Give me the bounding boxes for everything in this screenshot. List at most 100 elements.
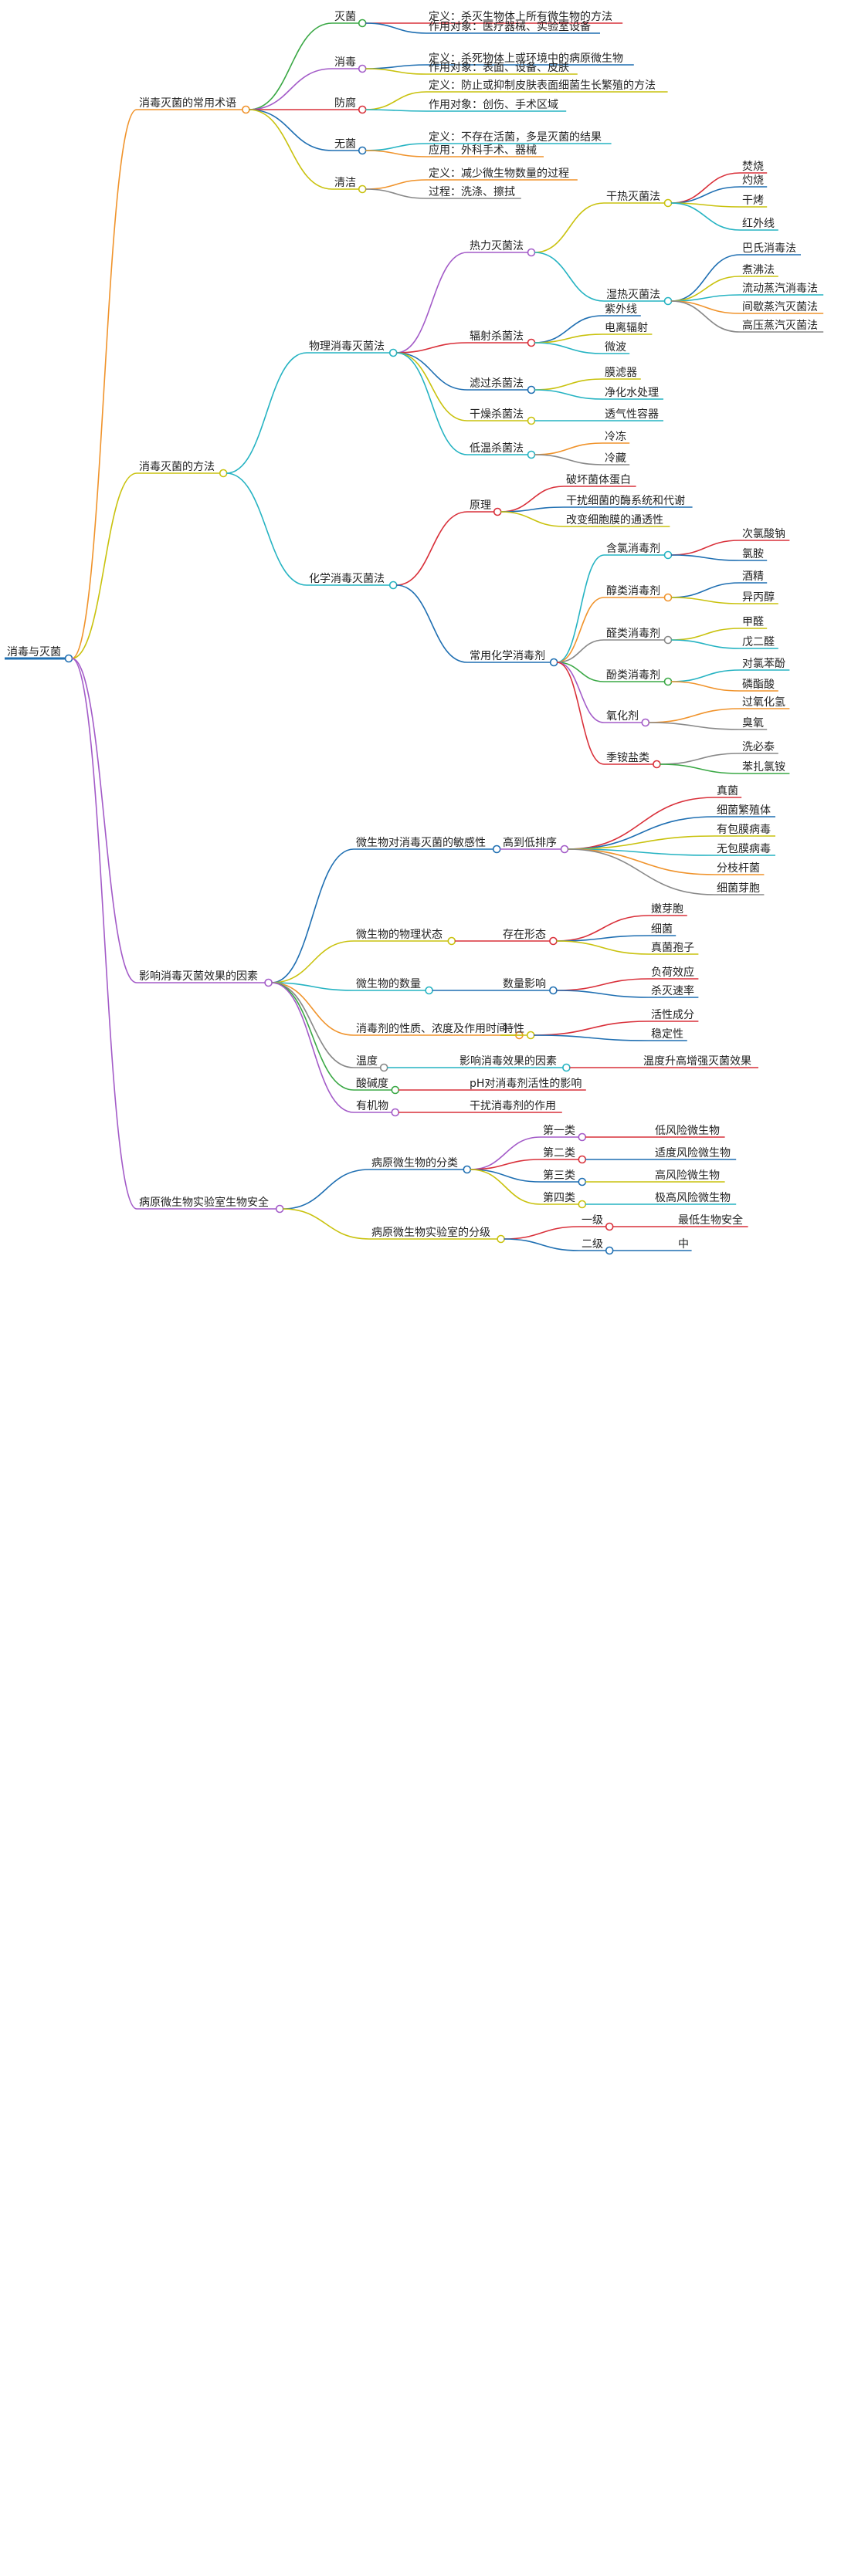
term-0-expander[interactable] <box>358 19 367 28</box>
leaf-1-0-0-1-3[interactable]: 间歇蒸汽灭菌法 <box>742 301 818 313</box>
node-1-1-1-0-expander[interactable] <box>663 550 673 560</box>
node-3-0-0[interactable]: 第一类 <box>543 1124 575 1137</box>
leaf-3-0-3-0[interactable]: 极高风险微生物 <box>655 1191 731 1204</box>
leaf-1-1-1-0-0[interactable]: 次氯酸钠 <box>742 528 785 540</box>
leaf-2-0-0-1[interactable]: 细菌繁殖体 <box>717 804 771 817</box>
topic-2-expander[interactable] <box>264 978 273 987</box>
node-3-0-3-expander[interactable] <box>578 1200 587 1209</box>
topic-2-4[interactable]: 温度 <box>356 1055 378 1068</box>
topic-2-6[interactable]: 有机物 <box>356 1100 388 1112</box>
leaf-1-1-1-3-1[interactable]: 磷酯酸 <box>742 679 775 691</box>
node-1-0-3[interactable]: 干燥杀菌法 <box>470 408 524 421</box>
leaf-2-0-0-0[interactable]: 真菌 <box>717 785 738 797</box>
leaf-2-2-0-1[interactable]: 杀灭速率 <box>651 984 694 997</box>
node-1-1-1-expander[interactable] <box>549 658 558 667</box>
topic-1-0-expander[interactable] <box>388 348 398 357</box>
node-3-0-1[interactable]: 第二类 <box>543 1146 575 1159</box>
node-2-3-0-expander[interactable] <box>526 1031 535 1040</box>
node-1-0-2[interactable]: 滤过杀菌法 <box>470 377 524 390</box>
node-3-1-1-expander[interactable] <box>605 1246 614 1255</box>
leaf-1-1-1-1-0[interactable]: 酒精 <box>742 570 764 583</box>
term-2-leaf-1[interactable]: 作用对象：创伤、手术区域 <box>429 99 558 111</box>
leaf-1-0-0-1-1[interactable]: 煮沸法 <box>742 264 775 276</box>
leaf-2-1-0-2[interactable]: 真菌孢子 <box>651 942 694 954</box>
topic-1[interactable]: 消毒灭菌的方法 <box>139 461 215 473</box>
leaf-1-1-0-0[interactable]: 破坏菌体蛋白 <box>566 474 631 486</box>
node-1-0-0[interactable]: 热力灭菌法 <box>470 240 524 252</box>
topic-2-5-expander[interactable] <box>391 1085 400 1095</box>
node-3-1-0[interactable]: 一级 <box>582 1214 603 1227</box>
node-1-1-0[interactable]: 原理 <box>470 499 491 512</box>
node-2-3-0[interactable]: 特性 <box>503 1023 524 1035</box>
term-3-leaf-1[interactable]: 应用：外科手术、器械 <box>429 144 537 157</box>
root-node[interactable]: 消毒与灭菌 <box>7 646 61 658</box>
node-3-1-1[interactable]: 二级 <box>582 1238 603 1251</box>
topic-0-expander[interactable] <box>242 105 250 114</box>
node-2-2-0[interactable]: 数量影响 <box>503 978 546 990</box>
topic-1-expander[interactable] <box>219 469 228 478</box>
leaf-1-1-1-2-0[interactable]: 甲醛 <box>742 616 764 628</box>
topic-2-1-expander[interactable] <box>447 936 456 946</box>
node-1-1-0-expander[interactable] <box>493 507 502 516</box>
node-2-0-0-expander[interactable] <box>560 845 569 854</box>
topic-0[interactable]: 消毒灭菌的常用术语 <box>139 97 236 110</box>
leaf-1-0-1-0[interactable]: 紫外线 <box>605 303 637 316</box>
term-0[interactable]: 灭菌 <box>334 11 356 23</box>
node-1-1-1-4[interactable]: 氧化剂 <box>606 710 639 723</box>
leaf-1-1-1-1-1[interactable]: 异丙醇 <box>742 591 775 604</box>
node-2-1-0[interactable]: 存在形态 <box>503 929 546 941</box>
leaf-1-0-1-1[interactable]: 电离辐射 <box>605 321 648 334</box>
term-2-leaf-0[interactable]: 定义：防止或抑制皮肤表面细菌生长繁殖的方法 <box>429 79 656 92</box>
leaf-1-0-0-0-1[interactable]: 灼烧 <box>742 174 764 187</box>
topic-2-0-expander[interactable] <box>492 845 501 854</box>
node-1-0-3-expander[interactable] <box>527 416 536 425</box>
node-1-1-1-3-expander[interactable] <box>663 677 673 686</box>
leaf-2-1-0-0[interactable]: 嫩芽胞 <box>651 903 683 916</box>
node-1-1-1-5[interactable]: 季铵盐类 <box>606 752 649 764</box>
node-3-0-3[interactable]: 第四类 <box>543 1191 575 1204</box>
term-4-leaf-0[interactable]: 定义：减少微生物数量的过程 <box>429 168 569 180</box>
topic-3-expander[interactable] <box>275 1204 284 1214</box>
node-3-0-2[interactable]: 第三类 <box>543 1169 575 1182</box>
leaf-1-0-1-2[interactable]: 微波 <box>605 341 626 354</box>
topic-2-2[interactable]: 微生物的数量 <box>356 978 421 990</box>
term-4[interactable]: 清洁 <box>334 177 356 189</box>
node-2-4-0-expander[interactable] <box>562 1063 571 1072</box>
node-1-0-0-1[interactable]: 湿热灭菌法 <box>606 289 660 301</box>
node-2-1-0-expander[interactable] <box>549 936 558 946</box>
leaf-1-1-1-5-1[interactable]: 苯扎氯铵 <box>742 760 785 773</box>
node-1-0-1-expander[interactable] <box>527 338 536 347</box>
topic-2[interactable]: 影响消毒灭菌效果的因素 <box>139 970 258 983</box>
term-3[interactable]: 无菌 <box>334 138 356 151</box>
node-2-0-0[interactable]: 高到低排序 <box>503 836 557 849</box>
node-3-0-1-expander[interactable] <box>578 1155 587 1164</box>
leaf-1-1-1-4-1[interactable]: 臭氧 <box>742 717 764 729</box>
topic-2-2-expander[interactable] <box>425 986 433 995</box>
node-1-0-2-expander[interactable] <box>527 385 536 394</box>
term-3-expander[interactable] <box>358 146 367 155</box>
node-3-1-0-expander[interactable] <box>605 1222 614 1231</box>
leaf-1-1-0-1[interactable]: 干扰细菌的酶系统和代谢 <box>566 495 685 507</box>
node-1-0-0-1-expander[interactable] <box>663 296 673 306</box>
node-1-0-0-0-expander[interactable] <box>663 198 673 208</box>
leaf-2-3-0-1[interactable]: 稳定性 <box>651 1028 683 1041</box>
leaf-2-2-0-0[interactable]: 负荷效应 <box>651 966 694 979</box>
leaf-1-1-1-0-1[interactable]: 氯胺 <box>742 548 764 560</box>
node-1-1-1-1[interactable]: 醇类消毒剂 <box>606 584 660 597</box>
term-0-leaf-0[interactable]: 定义：杀灭生物体上所有微生物的方法 <box>429 11 612 23</box>
leaf-1-0-4-1[interactable]: 冷藏 <box>605 452 626 465</box>
node-1-1-1-5-expander[interactable] <box>653 760 661 769</box>
leaf-1-0-0-0-0[interactable]: 焚烧 <box>742 161 764 173</box>
leaf-1-1-1-5-0[interactable]: 洗必泰 <box>742 741 775 753</box>
node-1-1-1[interactable]: 常用化学消毒剂 <box>470 650 545 662</box>
term-1-leaf-1[interactable]: 作用对象：表面、设备、皮肤 <box>429 61 569 74</box>
leaf-2-0-0-3[interactable]: 无包膜病毒 <box>717 843 771 855</box>
term-4-leaf-1[interactable]: 过程：洗涤、擦拭 <box>429 185 515 198</box>
leaf-2-0-0-5[interactable]: 细菌芽胞 <box>717 882 760 895</box>
term-2-expander[interactable] <box>358 105 367 114</box>
topic-1-0[interactable]: 物理消毒灭菌法 <box>309 340 385 353</box>
leaf-1-0-0-0-3[interactable]: 红外线 <box>742 218 775 230</box>
topic-2-3[interactable]: 消毒剂的性质、浓度及作用时间 <box>356 1023 507 1035</box>
leaf-3-0-2-0[interactable]: 高风险微生物 <box>655 1169 720 1182</box>
topic-3[interactable]: 病原微生物实验室生物安全 <box>139 1196 269 1209</box>
